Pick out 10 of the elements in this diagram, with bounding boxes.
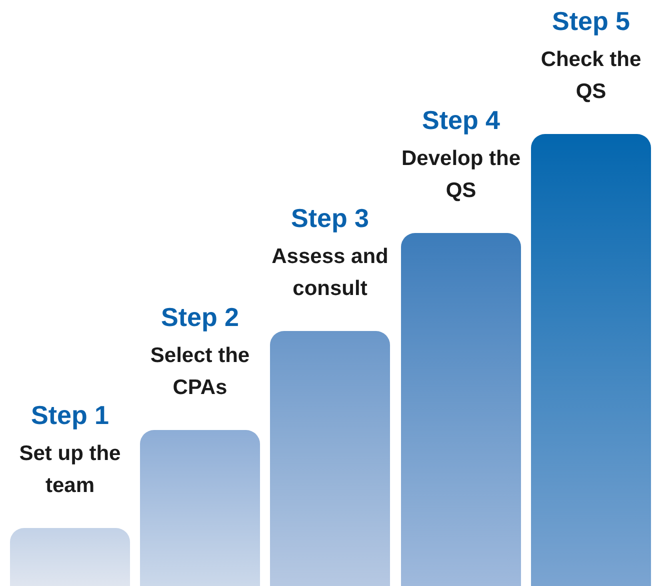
step-description: Develop the QS: [400, 146, 522, 204]
step-heading: Step 2: [160, 302, 240, 332]
step-heading: Step 5: [550, 6, 632, 36]
step-heading: Step 1: [30, 400, 110, 430]
step-description: Assess and consult: [270, 244, 390, 302]
step-description: Check the QS: [540, 47, 642, 105]
step-description: Set up the team: [18, 441, 122, 499]
step-heading: Step 3: [290, 203, 370, 233]
step-description: Select the CPAs: [149, 343, 251, 401]
step-heading: Step 4: [420, 105, 502, 135]
